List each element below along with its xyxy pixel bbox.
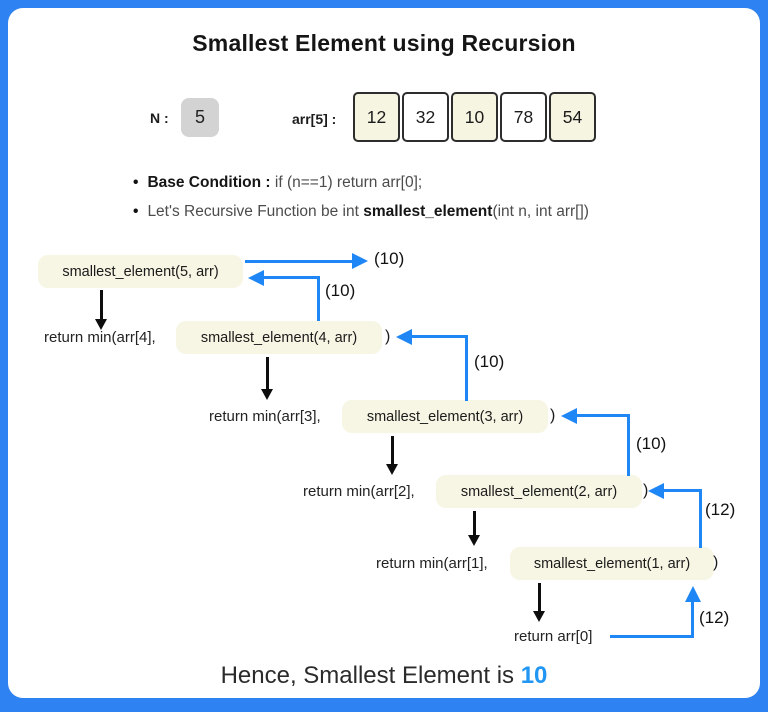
array-label: arr[5] : [292,111,337,127]
n-value-box: 5 [181,98,219,137]
value-label: (10) [325,281,356,300]
return-arrow-line [412,335,468,338]
right-arrowhead-icon [352,253,368,269]
conclusion-prefix: Hence, Smallest Element is [220,662,521,689]
value-label: (10) [474,352,505,371]
return-arrow-line [664,489,702,492]
down-arrow [391,436,394,464]
close-paren: ) [643,482,649,499]
return-arrow-line [577,414,630,417]
conclusion-text: Hence, Smallest Element is 10 [0,662,768,690]
down-arrow [100,290,103,319]
down-arrow [538,583,541,611]
call-box-n4: smallest_element(4, arr) [176,321,382,354]
value-label: (10) [636,434,667,453]
call-box-n2: smallest_element(2, arr) [436,475,642,508]
array-cell: 32 [402,92,449,142]
call-box-n1: smallest_element(1, arr) [510,547,714,580]
recursive-note-suffix: (int n, int arr[]) [492,203,589,220]
left-arrowhead-icon [648,483,664,499]
return-expression-n2: return min(arr[1], [376,555,488,572]
call-box-n3: smallest_element(3, arr) [342,400,548,433]
recursive-function-note: • Let's Recursive Function be int smalles… [133,203,589,221]
page-title: Smallest Element using Recursion [192,30,576,56]
up-arrowhead-icon [685,586,701,602]
n-label: N : [150,110,169,126]
return-expression-base: return arr[0] [514,628,593,645]
result-value: 10 [520,662,548,689]
return-expression-n5: return min(arr[4], [44,329,156,346]
array-cell: 54 [549,92,596,142]
return-arrow-line [317,276,320,321]
array-cell: 10 [451,92,498,142]
close-paren: ) [550,407,556,424]
value-label: (12) [705,500,736,519]
final-output-arrow-line [245,260,353,263]
return-arrow-line [465,335,468,401]
array-cells: 12 32 10 78 54 [353,92,596,142]
return-arrow-line [691,601,694,636]
close-paren: ) [385,328,391,345]
left-arrowhead-icon [561,408,577,424]
left-arrowhead-icon [396,329,412,345]
return-arrow-line [627,414,630,476]
array-cell: 78 [500,92,547,142]
left-arrowhead-icon [248,270,264,286]
return-arrow-line [264,276,319,279]
array-cell: 12 [353,92,400,142]
return-expression-n3: return min(arr[2], [303,483,415,500]
base-condition-note: • Base Condition : if (n==1) return arr[0… [133,174,422,192]
bullet-icon: • [133,203,139,220]
value-label: (12) [699,608,730,627]
call-box-n5: smallest_element(5, arr) [38,255,243,288]
down-arrow [266,357,269,389]
bullet-icon: • [133,174,139,191]
return-arrow-line [610,635,694,638]
down-arrow [473,511,476,535]
recursive-function-name: smallest_element [363,203,493,220]
base-condition-label: Base Condition : [147,174,271,191]
value-label-final: (10) [374,249,405,268]
return-expression-n4: return min(arr[3], [209,408,321,425]
recursive-note-prefix: Let's Recursive Function be int [147,203,364,220]
return-arrow-line [699,489,702,548]
close-paren: ) [713,554,719,571]
base-condition-text: if (n==1) return arr[0]; [270,174,423,191]
